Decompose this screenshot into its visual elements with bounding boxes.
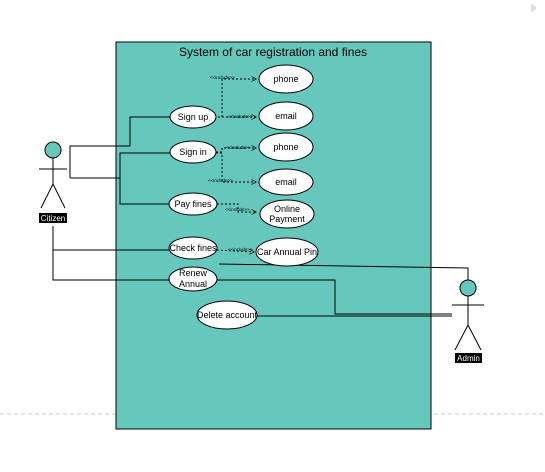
system-boundary — [115, 41, 432, 430]
include-label: <<include>> — [225, 207, 250, 212]
system-title: System of car registration and fines — [179, 45, 367, 59]
usecase-online-payment-label-2: Payment — [269, 214, 305, 224]
usecase-renew-annual-label-2: Annual — [179, 279, 207, 289]
usecase-delete-account[interactable]: Delete account — [196, 300, 258, 330]
usecase-pay-fines[interactable]: Pay fines — [168, 192, 218, 216]
usecase-car-annual-pin[interactable]: Car Annual Pin — [255, 237, 319, 267]
usecase-renew-annual-label-1: Renew — [179, 268, 208, 278]
actor-citizen-label: Citizen — [41, 214, 65, 223]
usecase-online-payment-label-1: Online — [274, 204, 300, 214]
usecase-phone[interactable]: phone — [258, 64, 314, 94]
actor-citizen[interactable]: Citizen — [39, 141, 67, 223]
include-label: <<include>> — [226, 145, 251, 150]
usecase-email[interactable]: email — [258, 101, 314, 131]
include-label: <<include>> — [210, 75, 235, 80]
actor-admin[interactable]: Admin — [452, 279, 484, 363]
usecase-renew-annual[interactable]: Renew Annual — [168, 266, 218, 292]
usecase-phone-label: phone — [273, 74, 298, 84]
usecase-car-annual-pin-label: Car Annual Pin — [257, 247, 317, 257]
page-arrow-icon — [531, 3, 537, 13]
usecase-email-label: email — [275, 177, 297, 187]
include-label: <<include>> — [228, 247, 253, 252]
usecase-sign-up-label: Sign up — [178, 112, 209, 122]
usecase-check-fines[interactable]: Check fines — [168, 236, 218, 260]
include-label: <<include>> — [208, 178, 233, 183]
usecase-email-label: email — [275, 111, 297, 121]
include-label: <<include>> — [228, 114, 253, 119]
usecase-online-payment[interactable]: Online Payment — [259, 199, 315, 229]
usecase-phone[interactable]: phone — [258, 132, 314, 162]
usecase-sign-in-label: Sign in — [179, 147, 207, 157]
association-lines — [52, 116, 469, 317]
usecase-delete-account-label: Delete account — [197, 310, 258, 320]
usecase-email[interactable]: email — [258, 168, 314, 196]
include-lines — [212, 79, 256, 252]
actor-admin-label: Admin — [457, 354, 480, 363]
usecase-pay-fines-label: Pay fines — [174, 199, 212, 209]
usecase-phone-label: phone — [273, 142, 298, 152]
usecase-check-fines-label: Check fines — [169, 243, 217, 253]
usecase-sign-in[interactable]: Sign in — [169, 140, 217, 164]
usecase-sign-up[interactable]: Sign up — [169, 105, 217, 129]
